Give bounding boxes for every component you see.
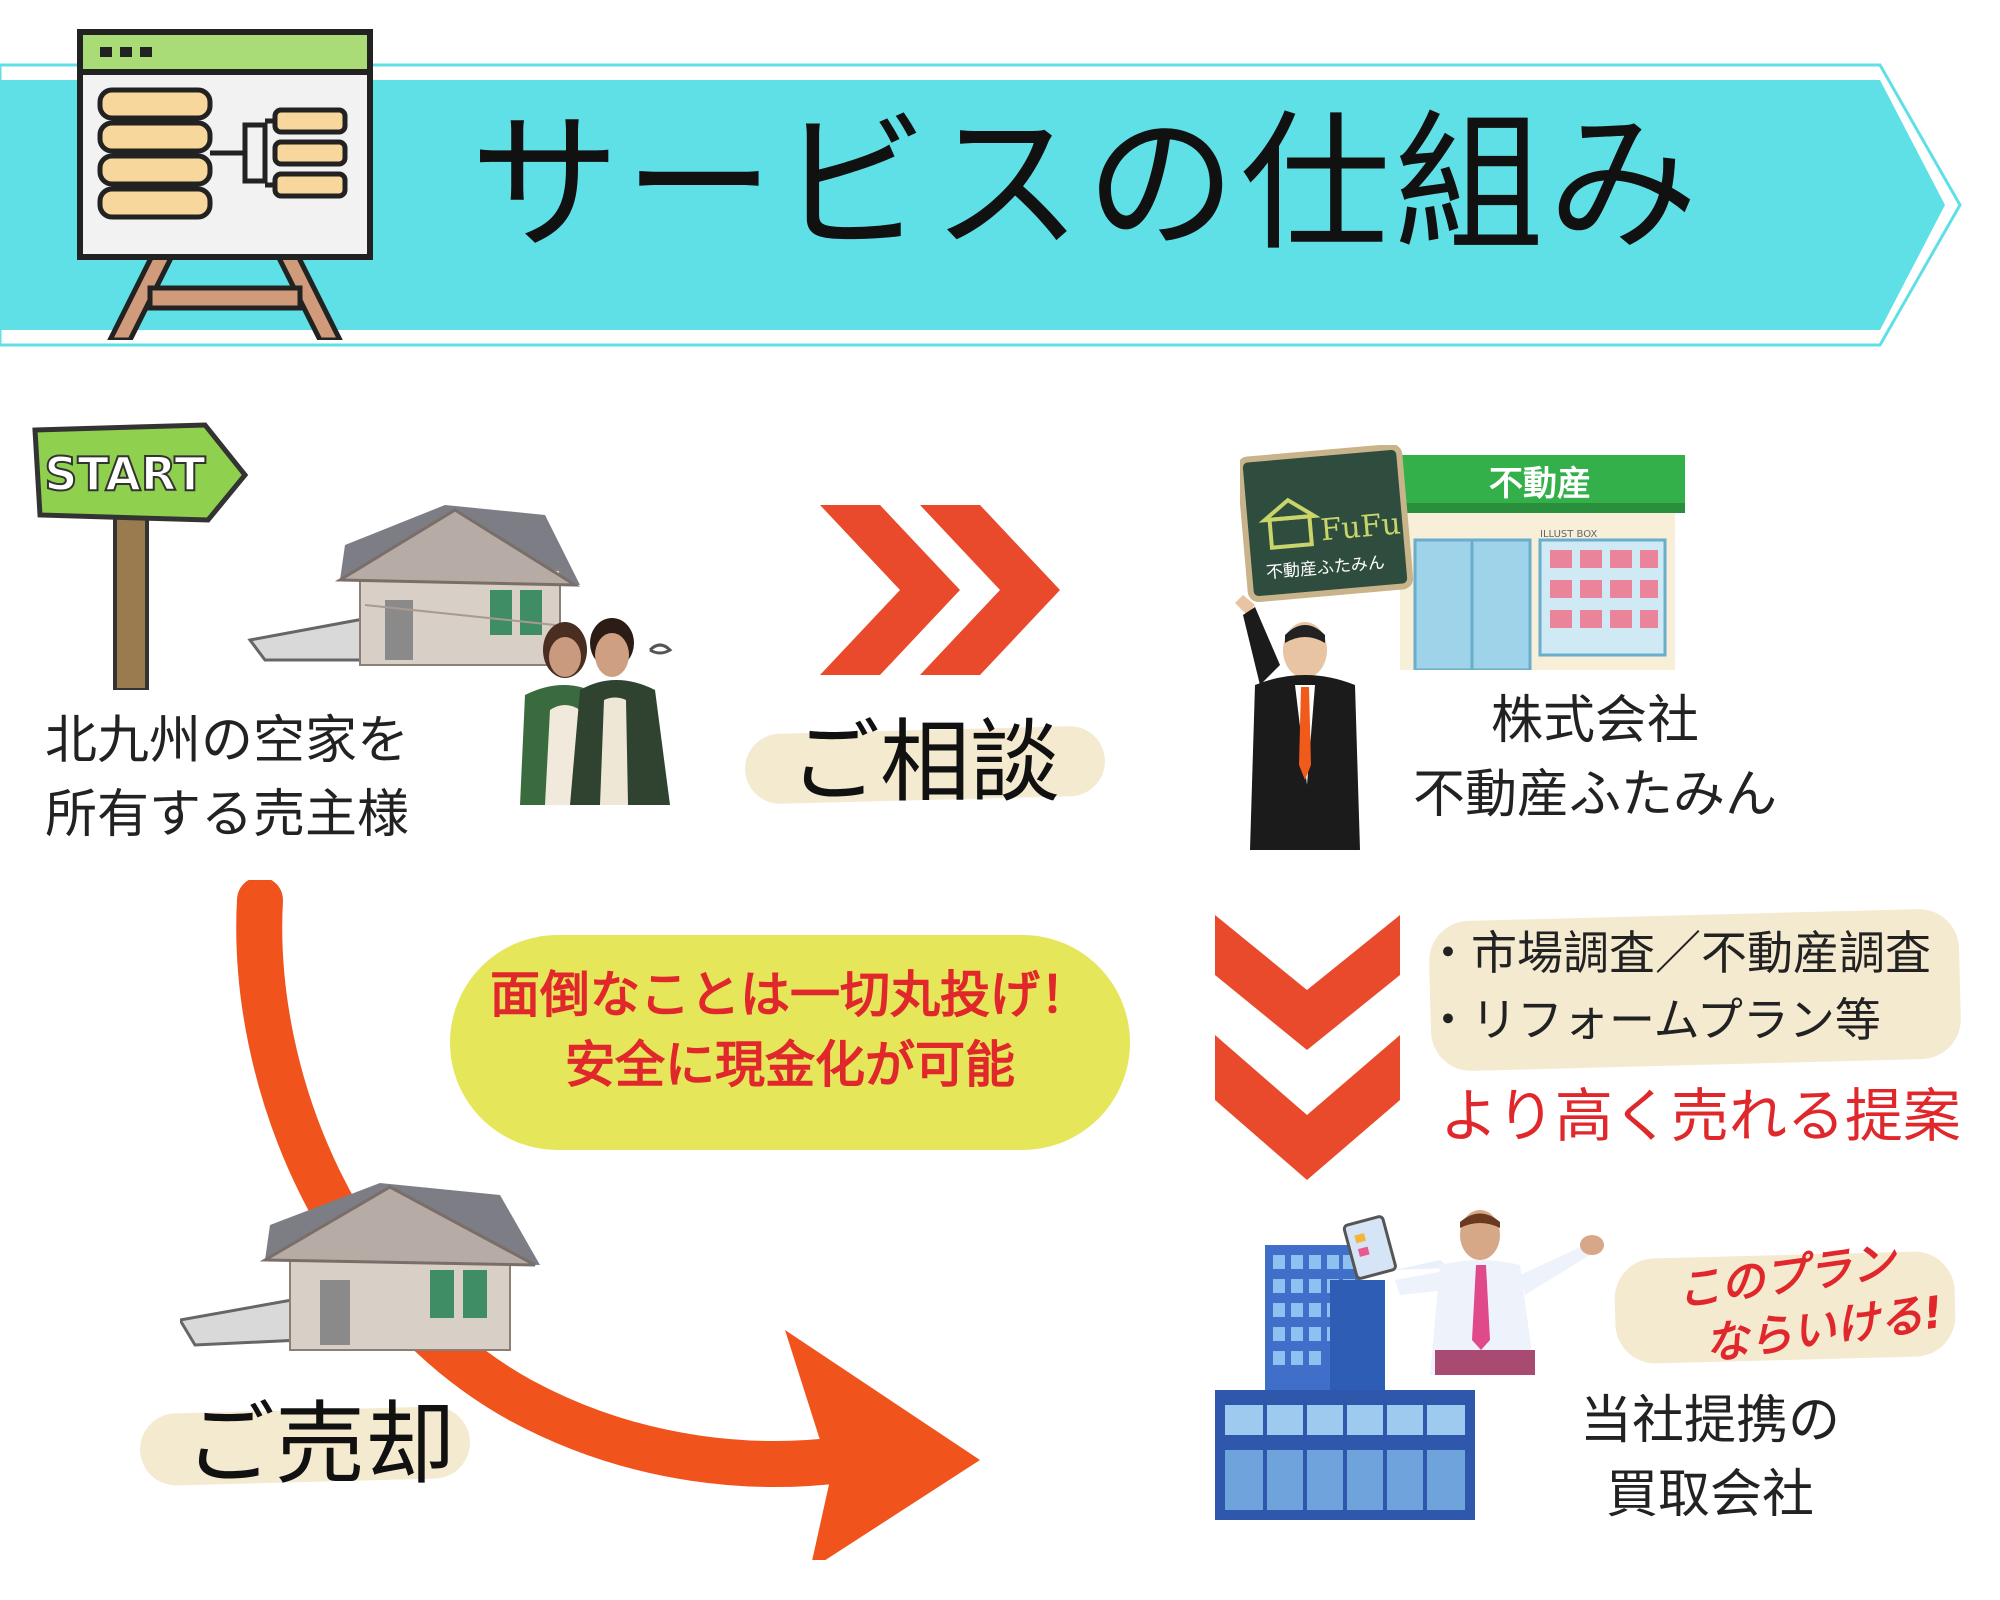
benefit-bubble-text: 面倒なことは一切丸投げ！ 安全に現金化が可能 (430, 960, 1150, 1100)
presenter-man-illustration (1342, 1210, 1604, 1375)
watermark-text: ILLUST BOX (1540, 529, 1597, 540)
company-label-line2: 不動産ふたみん (1412, 764, 1777, 825)
page-title: サービスの仕組み (470, 98, 1703, 272)
double-chevron-down-icon (1215, 915, 1400, 1180)
buyer-label-line2: 買取会社 (1605, 1464, 1814, 1525)
double-chevron-right-icon (820, 505, 1060, 675)
businessman-illustration (1235, 595, 1360, 850)
office-building-icon (1215, 1245, 1475, 1520)
proposal-bullets: ・市場調査／不動産調査 ・リフォームプラン等 (1425, 920, 1931, 1053)
vacant-house-icon (247, 505, 581, 666)
proposal-headline: より高く売れる提案 (1440, 1082, 1961, 1150)
consult-label: ご相談 (790, 710, 1060, 815)
company-label: 株式会社 不動産ふたみん (1385, 685, 1805, 833)
owner-label: 北九州の空家を 所有する売主様 (45, 705, 409, 853)
header-band (0, 63, 1962, 347)
curved-arrow-icon (236, 880, 980, 1560)
presentation-board-icon (77, 29, 373, 340)
owner-label-line1: 北九州の空家を (45, 711, 410, 771)
vacant-house-sold-icon (180, 1183, 540, 1351)
benefit-bubble (450, 935, 1130, 1150)
proposal-bullet-2: ・リフォームプラン等 (1425, 992, 1881, 1047)
sign-start-text: START (44, 447, 206, 501)
start-signpost-icon: START (32, 422, 249, 690)
owner-label-line2: 所有する売主様 (45, 784, 410, 845)
buyer-label-line1: 当社提携の (1579, 1391, 1840, 1451)
real-estate-shop-icon: 不動産 ILLUST BOX (1390, 455, 1685, 670)
company-label-line1: 株式会社 (1490, 691, 1699, 751)
benefit-line2: 安全に現金化が可能 (565, 1036, 1015, 1094)
company-sign-board-icon: FuFu 不動産ふたみん (1240, 445, 1414, 603)
sale-label: ご売却 (185, 1392, 455, 1497)
benefit-line1: 面倒なことは一切丸投げ！ (490, 966, 1090, 1024)
couple-illustration (520, 618, 673, 805)
shop-sign-text: 不動産 (1489, 464, 1591, 504)
buyer-label: 当社提携の 買取会社 (1560, 1385, 1860, 1533)
sign-logo-text: FuFu (1319, 506, 1402, 548)
proposal-bullet-1: ・市場調査／不動産調査 (1425, 926, 1931, 980)
